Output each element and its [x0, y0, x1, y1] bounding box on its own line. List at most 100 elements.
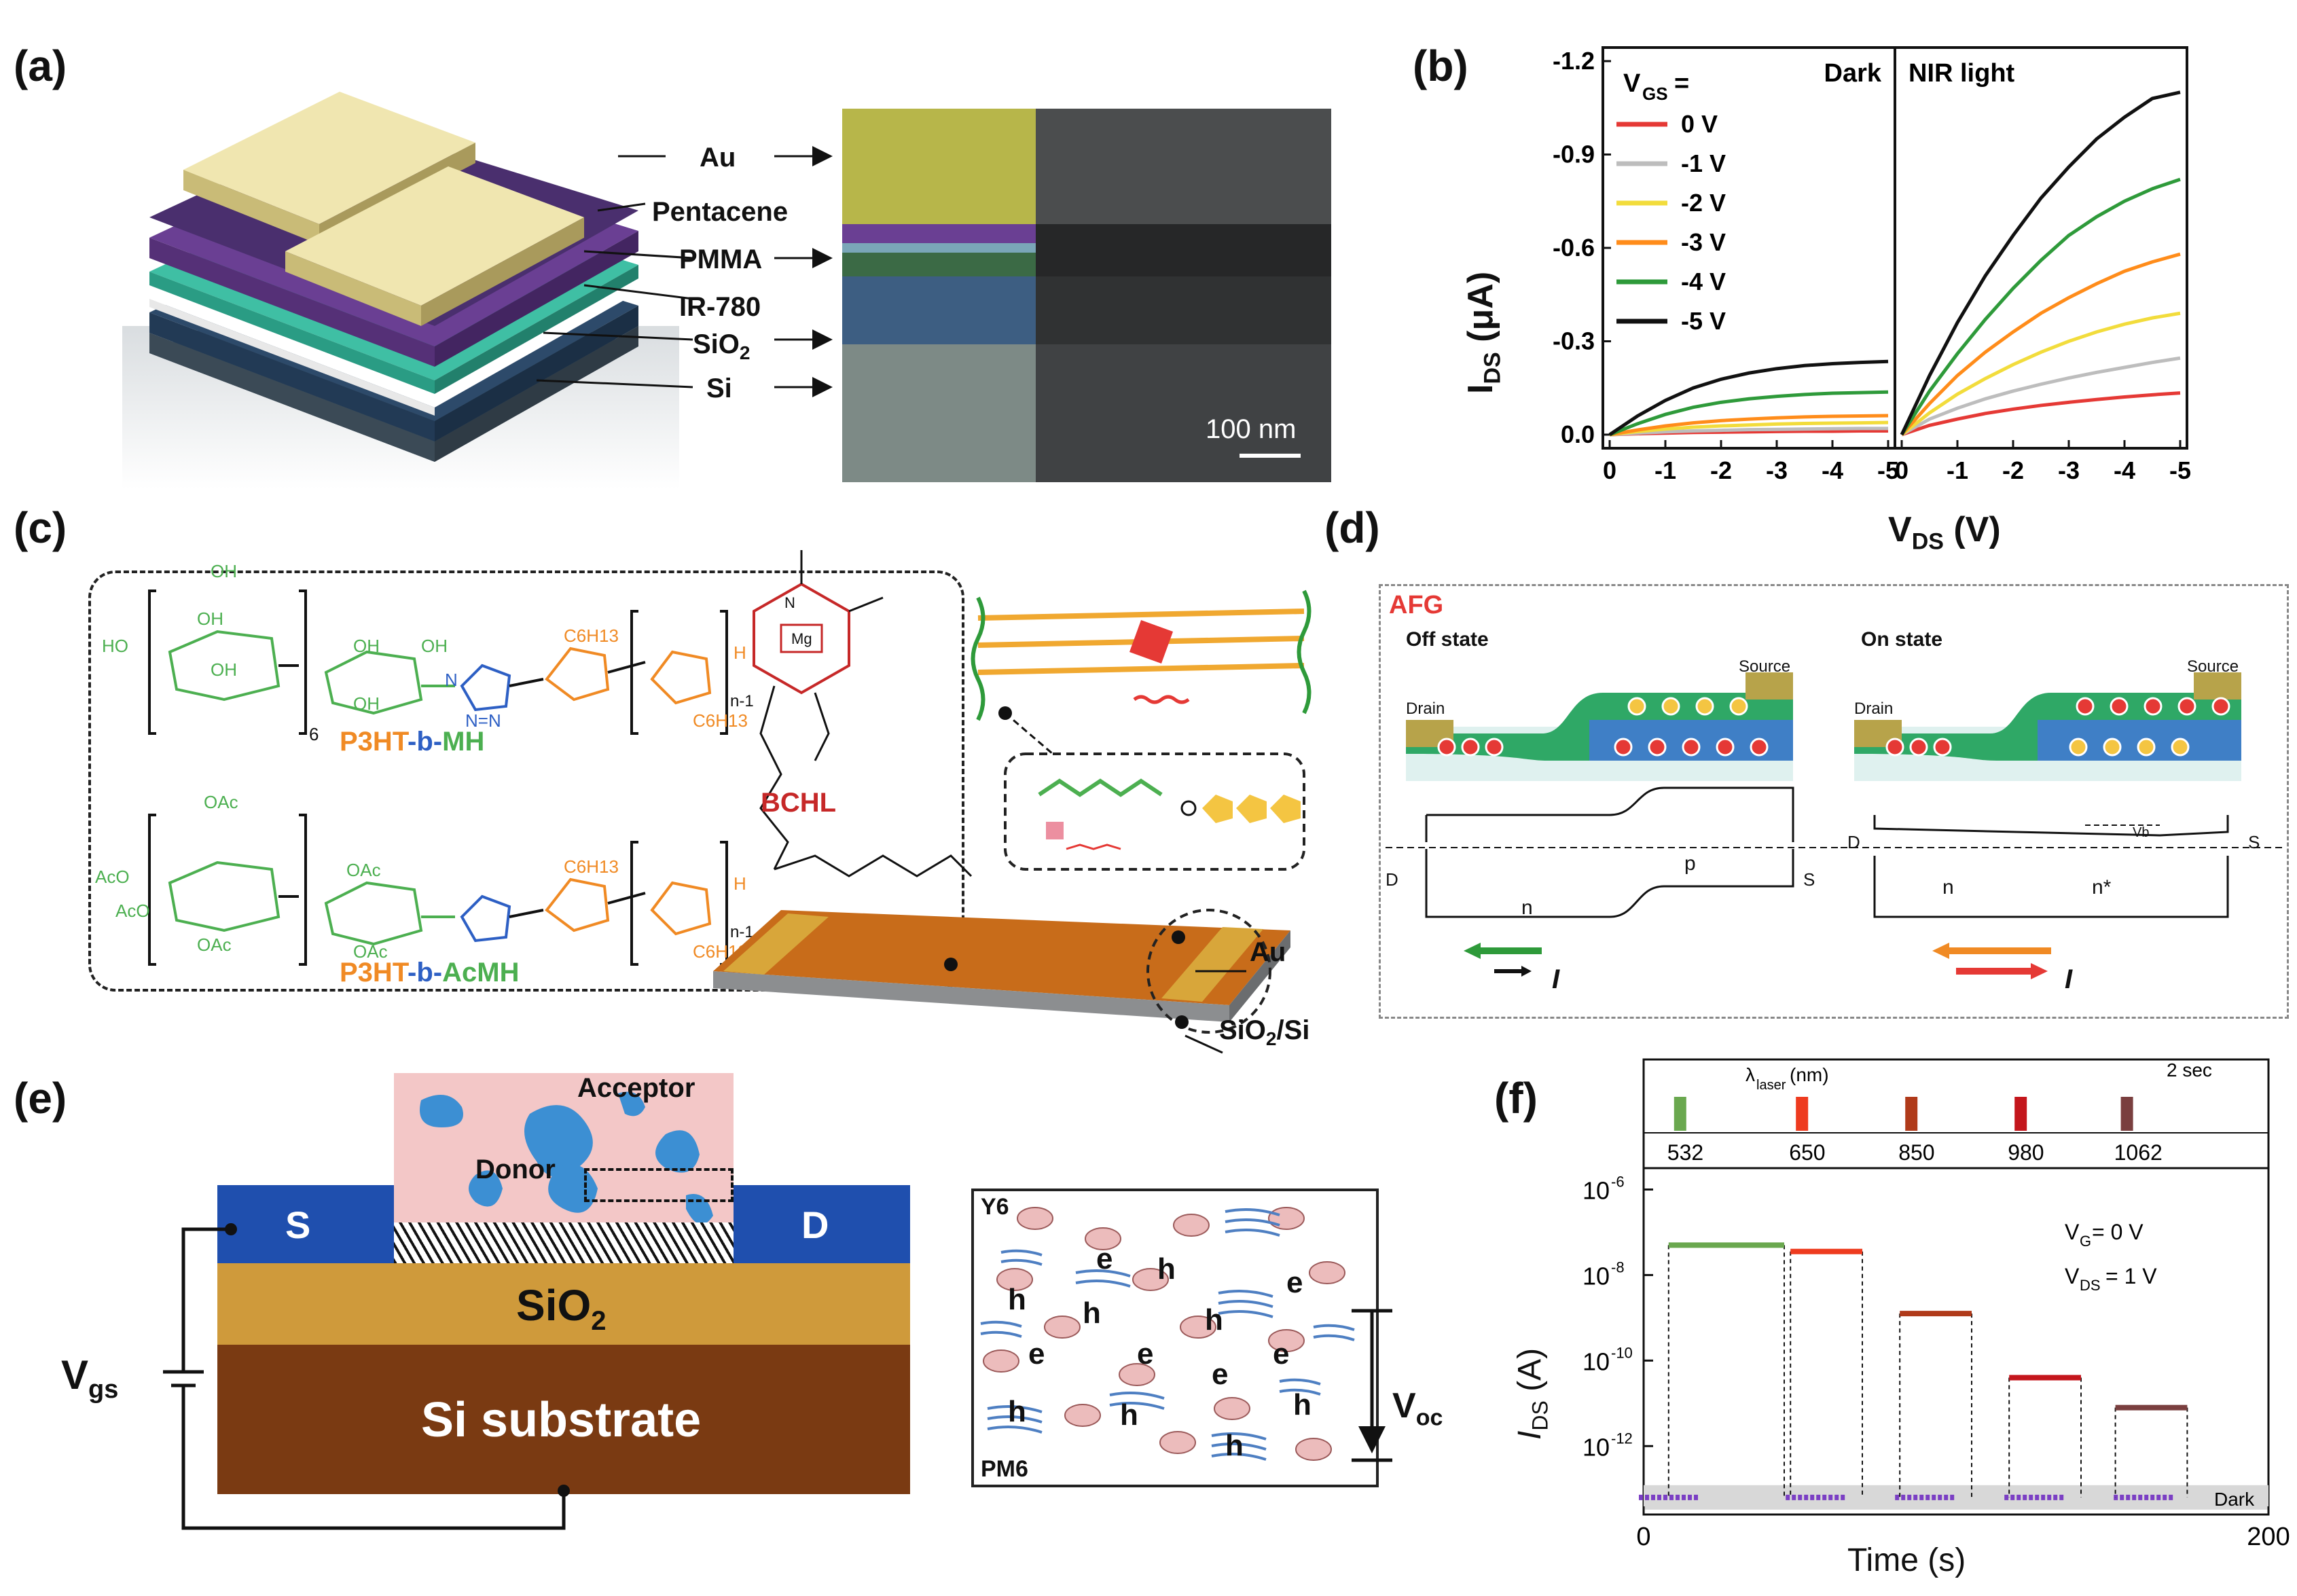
chem-label: OH	[211, 659, 237, 680]
off-device	[1406, 672, 1793, 781]
carrier: e	[1286, 1266, 1303, 1299]
carrier: h	[1008, 1283, 1026, 1316]
chem-label: OH	[211, 561, 237, 581]
chem-label: C6H13	[564, 856, 619, 877]
panel-f-ylabel: IDS (A)	[1512, 1347, 1553, 1440]
gate-circuit	[163, 1223, 570, 1530]
on-current-label: I	[2065, 964, 2073, 994]
scalebar	[1240, 454, 1301, 458]
series-line	[1900, 356, 2181, 437]
vg-value: = 0 V	[2092, 1220, 2144, 1244]
y-tick-exponent: -8	[1611, 1258, 1625, 1275]
series-line	[1900, 252, 2181, 436]
chem-label: Mg	[791, 630, 812, 647]
y6-domains	[983, 1207, 1345, 1461]
label-pmma: PMMA	[679, 244, 763, 274]
panel-d-diagram	[1386, 672, 2282, 979]
label-au: Au	[700, 143, 736, 173]
panel-d-frame	[1379, 584, 2289, 1019]
legend-title-sub: GS	[1642, 84, 1668, 104]
chem-label: OH	[421, 636, 448, 656]
y-tick-label: 10	[1582, 1176, 1610, 1204]
label-au-c: Au	[1250, 937, 1286, 967]
sugar-ring-3	[168, 860, 281, 932]
wavelength-label: 532	[1667, 1140, 1703, 1165]
y-tick-label: 0.0	[1561, 420, 1595, 448]
label-si: Si	[706, 374, 732, 403]
vg-label: V	[2065, 1220, 2080, 1244]
voc-label: Voc	[1392, 1386, 1443, 1431]
legend-entry: -3 V	[1681, 228, 1726, 256]
x-tick-label: -1	[1654, 456, 1676, 484]
y-tick-label: 10	[1582, 1347, 1610, 1375]
label-bchl: BCHL	[761, 788, 837, 818]
acceptor-label: Acceptor	[577, 1073, 695, 1103]
pm6-domains	[980, 1208, 1355, 1461]
vds-label: V	[2065, 1264, 2080, 1288]
lambda-sub: laser	[1756, 1078, 1786, 1093]
donor-domains	[420, 1091, 713, 1225]
x-tick-label: -1	[1947, 456, 1968, 484]
legend-entry: 0 V	[1681, 110, 1718, 138]
source-label: S	[285, 1203, 311, 1246]
fibril-stack	[971, 590, 1312, 721]
carrier: e	[1137, 1337, 1154, 1371]
sugar-ring-2	[324, 650, 423, 715]
lambda-unit: (nm)	[1790, 1064, 1829, 1085]
donor-label: Donor	[475, 1155, 556, 1184]
on-band-nstar: n*	[2092, 876, 2112, 899]
duration-label: 2 sec	[2167, 1059, 2212, 1081]
y-tick-exponent: -10	[1611, 1344, 1633, 1361]
chem-label: AcO	[115, 901, 150, 921]
chem-label: OAc	[197, 935, 232, 955]
au-electrode-1	[183, 92, 475, 224]
on-state-label: On state	[1861, 628, 1943, 651]
x-tick-label: 200	[2247, 1523, 2290, 1551]
panel-c-device	[713, 909, 1290, 1054]
y-tick-exponent: -6	[1611, 1173, 1625, 1190]
chem-label: 6	[309, 724, 319, 744]
sio2-layer: SiO2	[217, 1263, 910, 1345]
legend-entry: -1 V	[1681, 149, 1726, 177]
carrier: e	[1273, 1337, 1290, 1371]
chem-label: H	[734, 873, 746, 894]
carrier: h	[1157, 1252, 1176, 1286]
y-tick-label: -0.3	[1553, 327, 1595, 355]
bracket-left-1	[148, 590, 156, 735]
label-sio2-si: SiO2/Si	[1219, 1015, 1310, 1049]
y6-label: Y6	[981, 1194, 1009, 1220]
sem-cross-section: 100 nm	[842, 109, 1331, 482]
chem-label: N	[445, 670, 458, 690]
y-tick-label: -1.2	[1553, 47, 1595, 75]
graphene-layer	[394, 1222, 734, 1263]
on-band	[1841, 815, 2282, 918]
legend-title-eq: =	[1674, 69, 1689, 98]
carrier: h	[1008, 1395, 1026, 1428]
off-current-label: I	[1552, 964, 1560, 994]
on-drain-label: Drain	[1854, 700, 1894, 718]
x-tick-label: 0	[1895, 456, 1909, 484]
laser-bar	[2014, 1097, 2027, 1131]
chem-label: N=N	[465, 710, 501, 731]
bchl-molecule	[753, 550, 973, 877]
chem-label: H	[734, 642, 746, 663]
x-tick-label: -2	[2002, 456, 2024, 484]
carrier: h	[1225, 1429, 1244, 1462]
vgs-label: Vgs	[61, 1352, 119, 1404]
vds-value: = 1 V	[2105, 1264, 2157, 1288]
panel-c-dashed-box	[88, 570, 964, 992]
panel-b-ylabel: IDS (μA)	[1461, 271, 1506, 394]
x-tick-label: -4	[2114, 456, 2135, 484]
dark-label: Dark	[2214, 1489, 2255, 1510]
laser-bar	[1905, 1097, 1918, 1131]
series-line	[1900, 90, 2181, 436]
carrier: e	[1028, 1337, 1045, 1371]
vg-sub: G	[2080, 1233, 2091, 1250]
panel-c-nanostructure	[971, 590, 1312, 871]
wavelength-label: 980	[2008, 1140, 2044, 1165]
panel-c-chemistry: OH HO OH OH OH OH OH 6 N N=N C6H13 C6H13…	[95, 550, 973, 966]
carrier: e	[1212, 1358, 1229, 1391]
plot-frame	[1894, 46, 2188, 450]
si-substrate-label: Si substrate	[421, 1393, 702, 1447]
panel-f-xlabel: Time (s)	[1847, 1542, 1966, 1578]
